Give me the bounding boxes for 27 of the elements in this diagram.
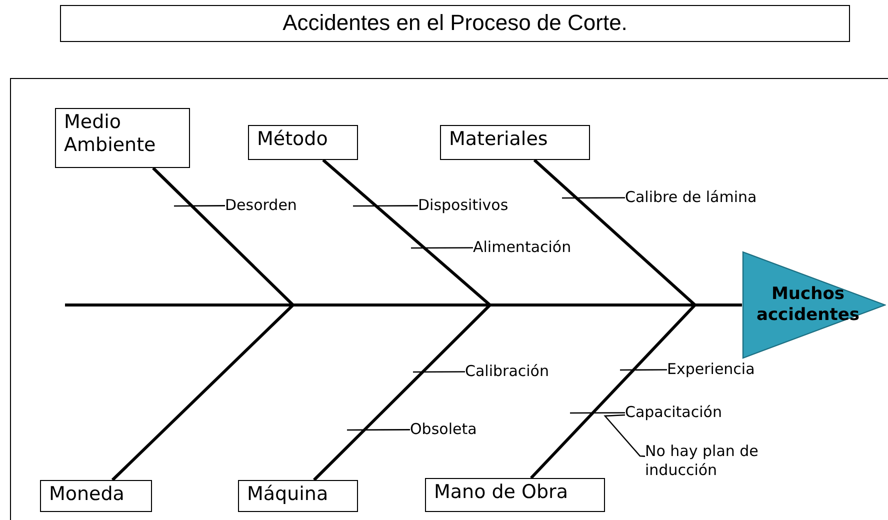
- leader-line: [562, 197, 625, 199]
- cause-label: No hay plan de inducción: [645, 442, 805, 480]
- cause-label: Dispositivos: [418, 196, 508, 215]
- category-box: Moneda: [40, 480, 152, 512]
- title-box: Accidentes en el Proceso de Corte.: [60, 5, 850, 42]
- category-box: Materiales: [440, 125, 590, 160]
- leader-line: [174, 205, 225, 207]
- leader-line: [620, 369, 667, 371]
- category-box: Máquina: [238, 480, 358, 512]
- category-box: Medio Ambiente: [55, 108, 190, 168]
- effect-label: Muchos accidentes: [755, 284, 861, 326]
- cause-label: Capacitación: [625, 403, 722, 422]
- leader-line: [353, 205, 418, 207]
- cause-label: Experiencia: [667, 360, 755, 379]
- cause-label: Desorden: [225, 196, 297, 215]
- cause-label: Calibración: [465, 362, 549, 381]
- category-box: Método: [248, 125, 358, 160]
- cause-label: Obsoleta: [410, 420, 477, 439]
- fish-bone-line: [530, 304, 742, 480]
- cause-label: Calibre de lámina: [625, 188, 757, 207]
- cause-label: Alimentación: [473, 238, 572, 257]
- leader-line: [411, 247, 473, 249]
- leader-line: [347, 429, 410, 431]
- leader-line: [413, 371, 465, 373]
- fish-bone-line: [604, 414, 646, 457]
- leader-line: [570, 412, 625, 414]
- category-box: Mano de Obra: [425, 478, 605, 512]
